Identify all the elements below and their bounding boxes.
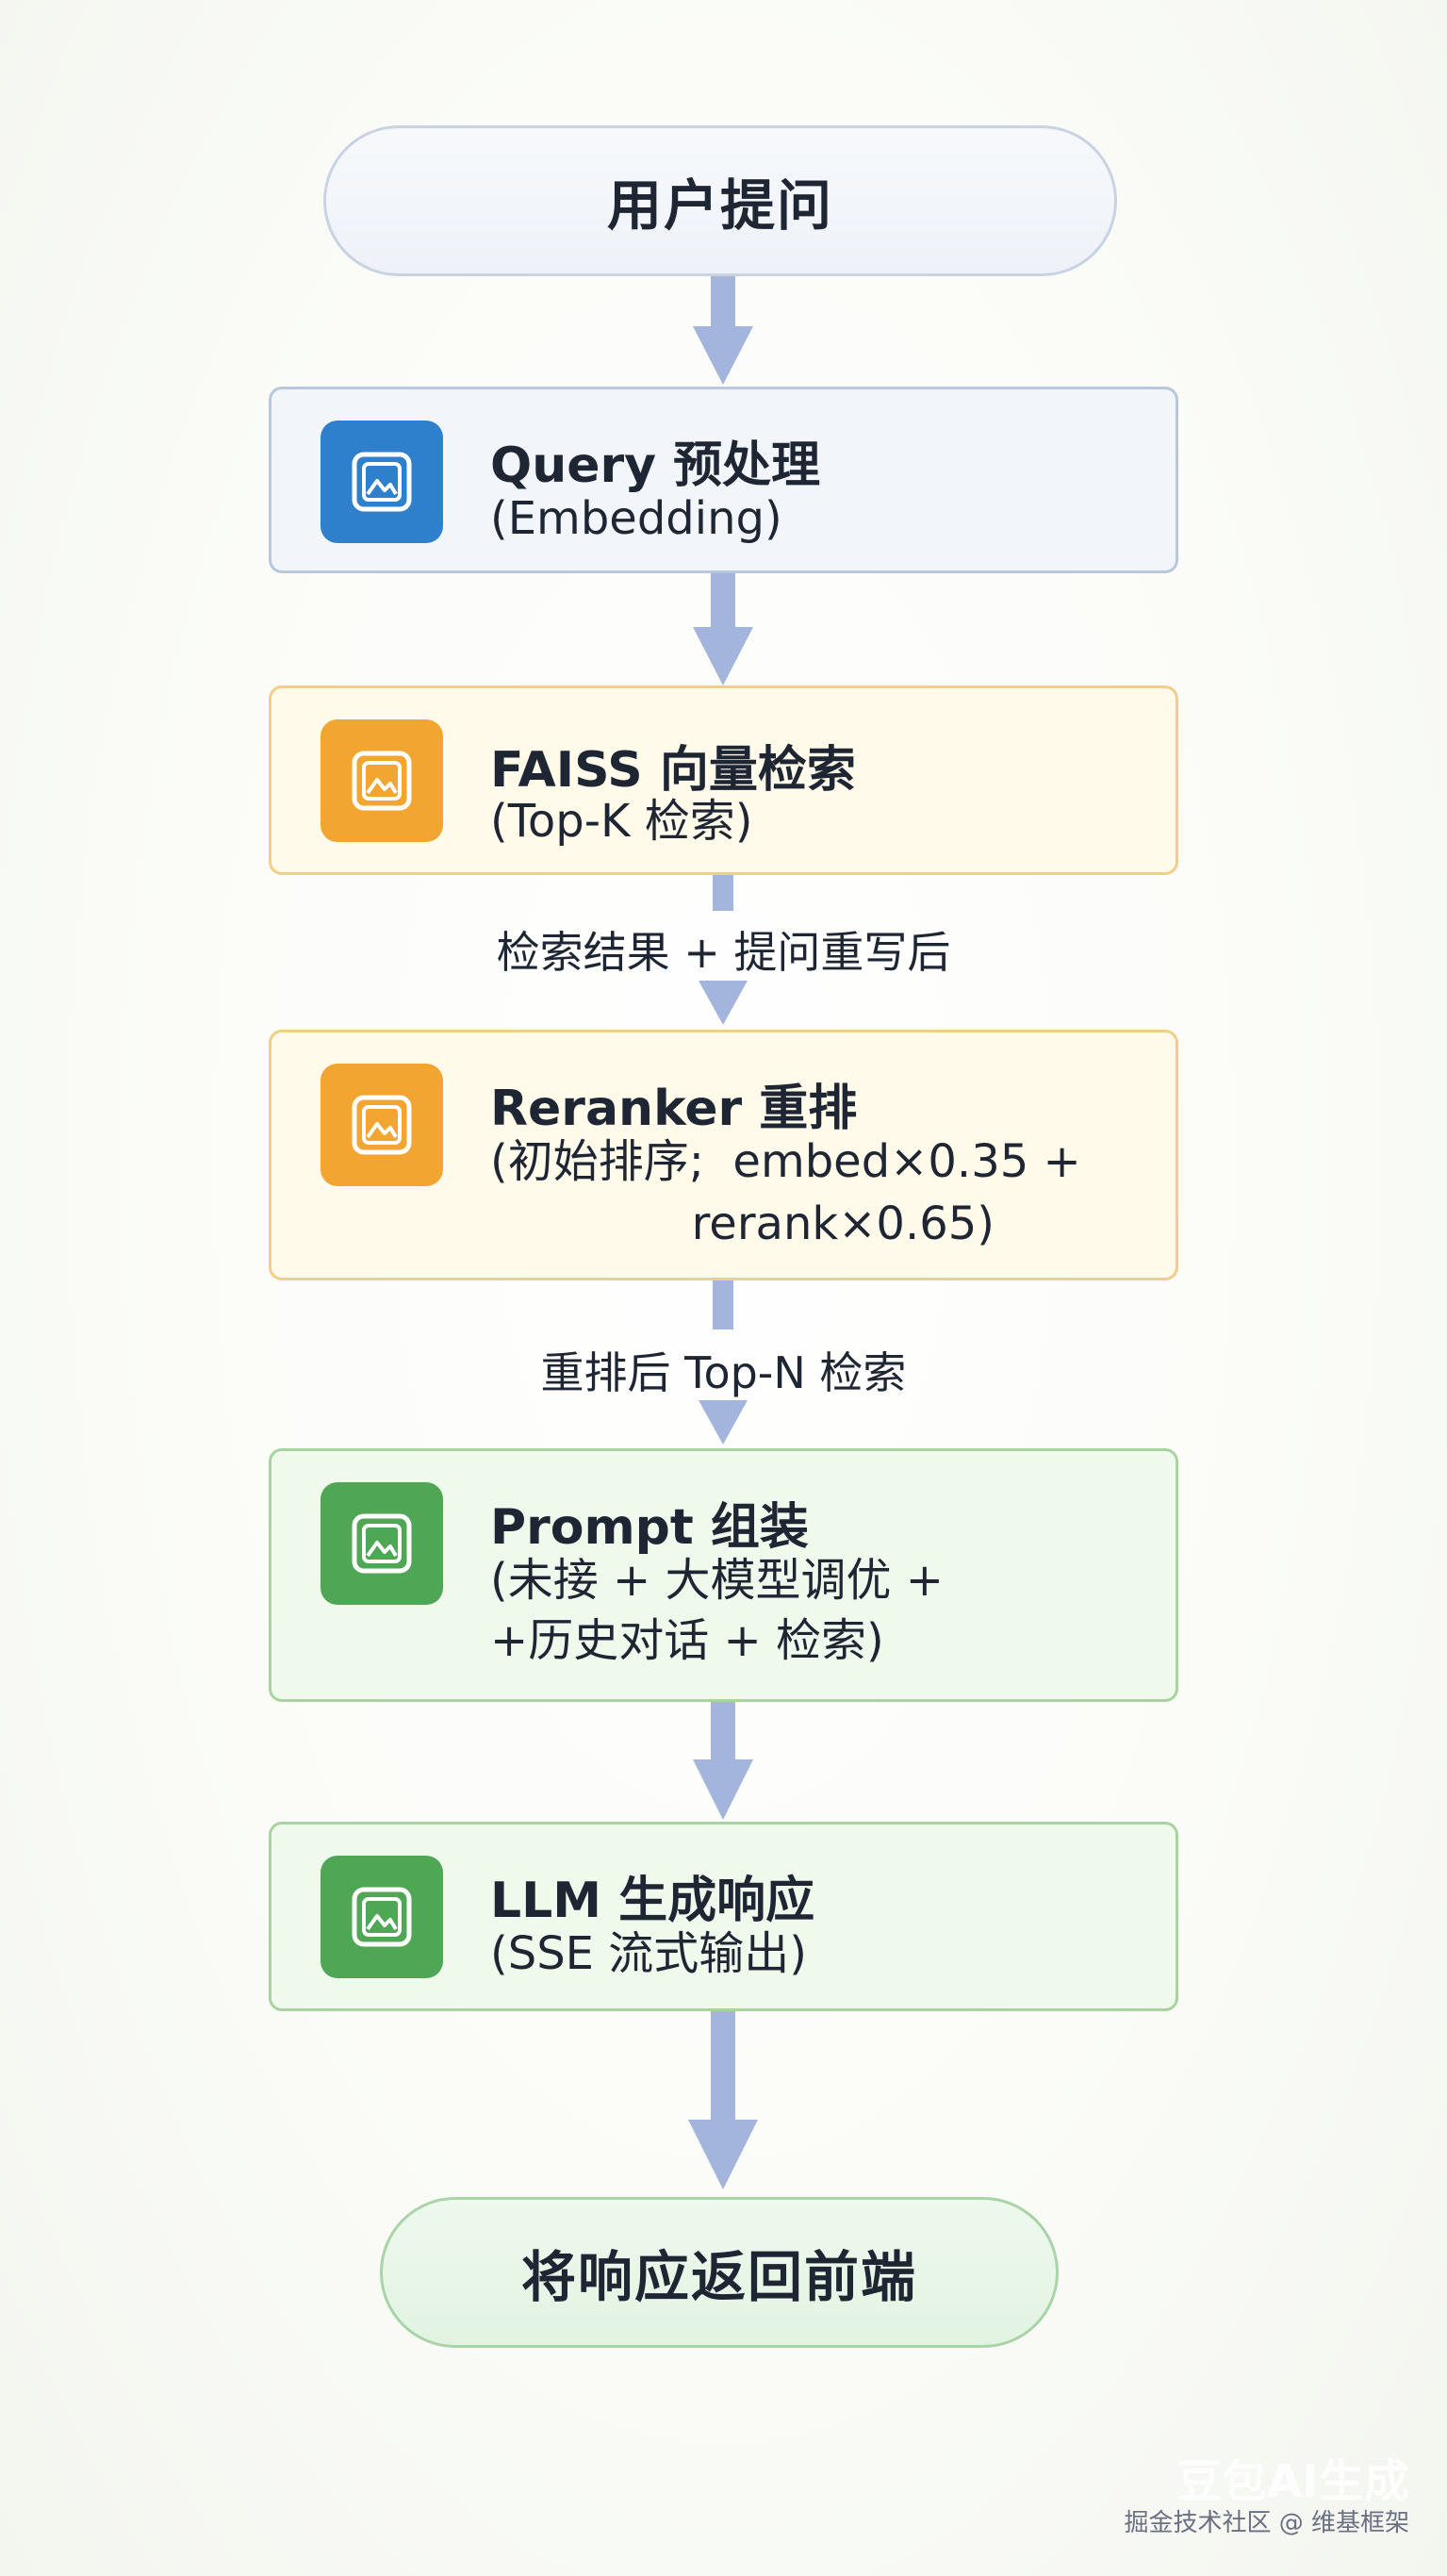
connector-arrowhead <box>693 627 753 685</box>
image-frame-icon <box>321 421 443 543</box>
watermark-text: 掘金技术社区 @ 维基框架 <box>1124 2509 1409 2537</box>
step-subtitle: (Top-K 检索) <box>490 795 753 848</box>
image-frame-icon <box>321 719 443 842</box>
step-prompt-assembly: Prompt 组装 (未接 + 大模型调优 + +历史对话 + 检索) <box>269 1448 1178 1702</box>
step-subtitle-line1: (初始排序; embed×0.35 + <box>490 1135 1081 1188</box>
edge-label-after-faiss: 检索结果 + 提问重写后 <box>496 927 951 978</box>
connector-shaft <box>711 1702 735 1768</box>
connector-arrowhead <box>688 2120 758 2189</box>
step-reranker: Reranker 重排 (初始排序; embed×0.35 + rerank×0… <box>269 1030 1178 1280</box>
watermark-ghost: 豆包AI生成 <box>1176 2455 1409 2508</box>
watermark: 豆包AI生成 掘金技术社区 @ 维基框架 <box>1124 2455 1409 2538</box>
step-title: FAISS 向量检索 <box>490 742 856 799</box>
image-frame-icon <box>321 1064 443 1186</box>
connector-arrowhead <box>699 981 748 1025</box>
end-node-label: 将响应返回前端 <box>520 2245 917 2309</box>
image-frame-icon <box>321 1482 443 1605</box>
step-query-preprocess: Query 预处理 (Embedding) <box>269 387 1178 573</box>
step-title: Query 预处理 <box>490 438 821 494</box>
step-subtitle-line1: (未接 + 大模型调优 + <box>490 1554 944 1607</box>
connector-shaft <box>711 276 735 333</box>
step-title: Reranker 重排 <box>490 1081 858 1137</box>
step-title: LLM 生成响应 <box>490 1873 815 1929</box>
step-subtitle: (SSE 流式输出) <box>490 1927 807 1980</box>
connector-shaft <box>713 875 733 911</box>
step-llm-generate: LLM 生成响应 (SSE 流式输出) <box>269 1822 1178 2011</box>
connector-arrowhead <box>693 1759 753 1820</box>
connector-arrowhead <box>699 1400 748 1445</box>
connector-shaft <box>711 2011 735 2132</box>
start-node: 用户提问 <box>323 125 1117 276</box>
step-subtitle: (Embedding) <box>490 492 782 545</box>
step-subtitle-line2: rerank×0.65) <box>490 1197 995 1250</box>
start-node-label: 用户提问 <box>606 173 833 238</box>
connector-shaft <box>713 1280 733 1329</box>
end-node: 将响应返回前端 <box>380 2197 1059 2348</box>
connector-shaft <box>711 573 735 634</box>
step-faiss-search: FAISS 向量检索 (Top-K 检索) <box>269 685 1178 875</box>
step-title: Prompt 组装 <box>490 1499 809 1556</box>
connector-arrowhead <box>693 326 753 385</box>
step-subtitle-line2: +历史对话 + 检索) <box>490 1614 884 1667</box>
edge-label-after-reranker: 重排后 Top-N 检索 <box>540 1347 907 1398</box>
image-frame-icon <box>321 1856 443 1978</box>
